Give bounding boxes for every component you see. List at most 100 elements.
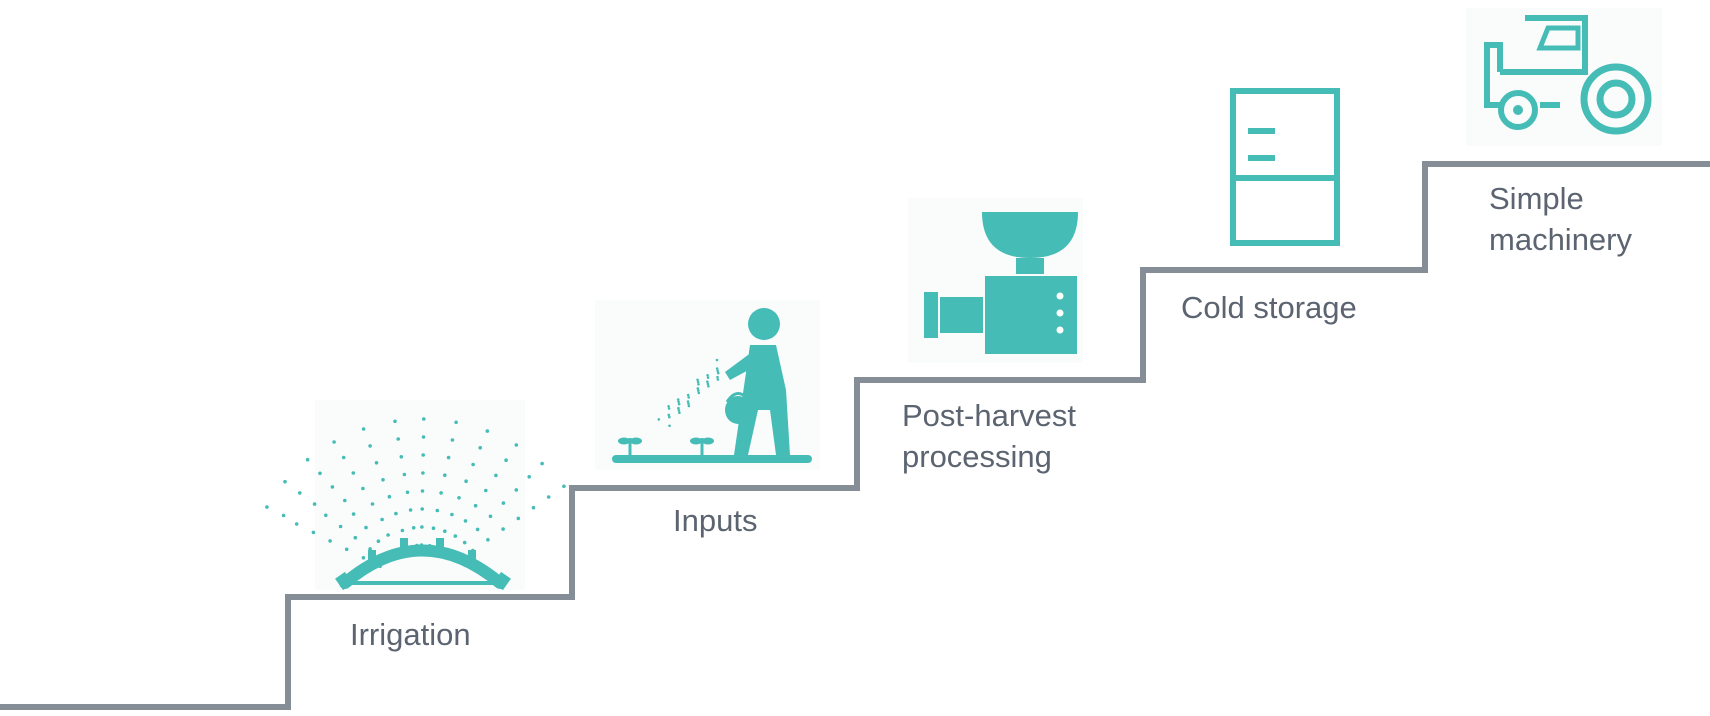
spray-dot: [443, 529, 447, 533]
water-dot: [687, 404, 691, 408]
spray-dot: [361, 556, 366, 560]
step-label-inputs: Inputs: [673, 500, 757, 541]
water-dot: [696, 380, 700, 384]
spray-dot: [514, 443, 519, 447]
spray-dot: [364, 525, 368, 530]
spray-dot: [422, 417, 426, 421]
water-dot: [716, 375, 719, 379]
sprinkler-icon: [265, 400, 566, 591]
spray-dot: [353, 535, 358, 540]
spray-dot: [421, 435, 426, 439]
spray-dot: [394, 511, 398, 516]
spray-dot: [439, 491, 443, 495]
water-dot: [678, 411, 681, 415]
spray-dot: [305, 457, 310, 462]
spray-dot: [351, 471, 356, 475]
water-dot: [707, 384, 710, 388]
spray-dot: [298, 491, 302, 495]
step-label-line: Cold storage: [1181, 290, 1357, 325]
spray-dot: [374, 461, 379, 465]
grinder-machine-icon: [908, 198, 1083, 363]
refrigerator-icon: [1230, 88, 1340, 246]
staircase-line: [0, 161, 1710, 710]
spray-dot: [450, 512, 454, 517]
water-dot: [667, 405, 670, 408]
spray-dot: [312, 502, 317, 506]
water-dot: [667, 413, 671, 417]
water-dot: [715, 367, 719, 370]
spray-dot: [311, 530, 316, 535]
spray-dot: [341, 455, 346, 460]
water-dot: [716, 378, 720, 381]
water-dot: [686, 400, 690, 403]
spray-dot: [338, 524, 343, 529]
spray-dot: [361, 486, 365, 491]
spray-dot: [420, 489, 425, 493]
step-label-cold-storage: Cold storage: [1181, 287, 1357, 328]
step-label-line: Irrigation: [350, 617, 471, 652]
spray-dot: [514, 488, 519, 492]
spray-dot: [471, 462, 475, 467]
water-dot: [696, 378, 699, 382]
spray-dot: [368, 547, 372, 551]
spray-dot: [516, 516, 521, 521]
water-dot: [697, 389, 700, 392]
step-label-line: Post-harvest: [902, 398, 1077, 433]
water-dot: [687, 396, 690, 399]
spray-dot: [324, 513, 328, 518]
spray-dot: [421, 453, 426, 457]
spray-dot: [454, 420, 458, 425]
water-dot: [706, 374, 709, 377]
water-dot: [706, 376, 710, 379]
spray-dot: [361, 427, 366, 431]
spray-dot: [283, 479, 287, 484]
step-label-irrigation: Irrigation: [350, 614, 471, 655]
spray-dot: [431, 526, 436, 530]
spray-dot: [462, 540, 467, 545]
spray-dot: [376, 539, 381, 543]
spray-dot: [420, 507, 425, 511]
step-label-line: processing: [902, 439, 1052, 474]
spray-dot: [562, 484, 566, 489]
water-dot: [668, 424, 671, 428]
spray-dot: [464, 479, 468, 484]
farmer-watering-icon: [595, 300, 820, 470]
spray-dot: [478, 446, 483, 450]
water-dot: [697, 391, 701, 395]
spray-dot: [387, 494, 392, 499]
spray-dot: [457, 496, 461, 500]
spray-dot: [330, 485, 335, 489]
water-dot: [696, 387, 700, 390]
step-label-line: Simple: [1489, 181, 1584, 216]
water-dot: [677, 406, 680, 410]
spray-dot: [450, 438, 455, 442]
spray-dot: [488, 514, 493, 519]
spray-dot: [344, 547, 349, 552]
spray-dot: [351, 512, 356, 516]
spray-dot: [475, 527, 480, 532]
water-dot: [676, 398, 680, 401]
spray-dot: [527, 475, 531, 479]
spray-dot: [294, 522, 299, 526]
spray-dot: [453, 534, 458, 538]
step-label-line: Inputs: [673, 503, 758, 538]
spray-dot: [411, 526, 416, 530]
spray-dot: [420, 525, 424, 529]
water-dot: [706, 380, 709, 384]
spray-dot: [332, 440, 336, 444]
spray-dot: [435, 508, 440, 513]
water-dot: [677, 402, 681, 406]
spray-dot: [370, 502, 375, 506]
step-label-post-harvest: Post-harvest processing: [902, 395, 1076, 477]
spray-dot: [281, 513, 286, 518]
water-dot: [715, 358, 719, 362]
water-dot: [716, 371, 720, 375]
spray-dot: [400, 528, 405, 533]
spray-dot: [368, 444, 372, 448]
spray-dot: [421, 471, 425, 475]
spray-dot: [504, 458, 508, 463]
step-label-line: machinery: [1489, 222, 1632, 257]
spray-dot: [381, 478, 385, 482]
water-dot: [697, 383, 700, 386]
